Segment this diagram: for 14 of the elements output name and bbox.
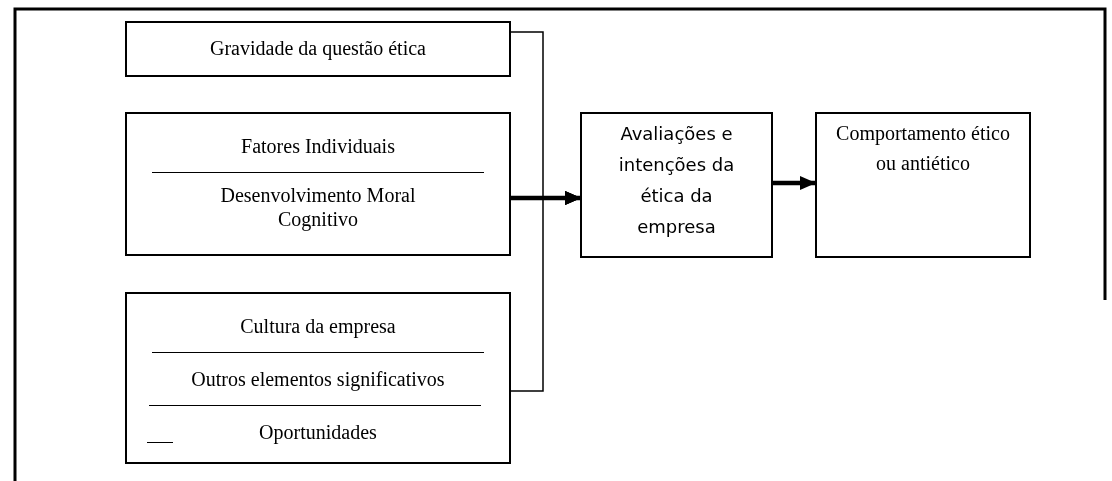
box-label: Fatores Individuais bbox=[240, 134, 396, 158]
process-box bbox=[815, 112, 1031, 258]
arrow bbox=[773, 176, 816, 190]
box-label: Desenvolvimento Moral Cognitivo bbox=[219, 183, 417, 231]
process-box bbox=[580, 112, 773, 258]
box-label: Gravidade da questão ética bbox=[209, 36, 427, 60]
process-box bbox=[125, 21, 511, 77]
process-box bbox=[125, 112, 511, 256]
process-box bbox=[125, 292, 511, 464]
box-label: Outros elementos significativos bbox=[190, 367, 446, 391]
box-label: Avaliações e intenções da ética da empresa bbox=[617, 122, 736, 239]
box-label: Cultura da empresa bbox=[239, 314, 397, 338]
box-label: Oportunidades bbox=[258, 420, 378, 444]
box-label: Comportamento ético ou antiético bbox=[835, 121, 1011, 176]
